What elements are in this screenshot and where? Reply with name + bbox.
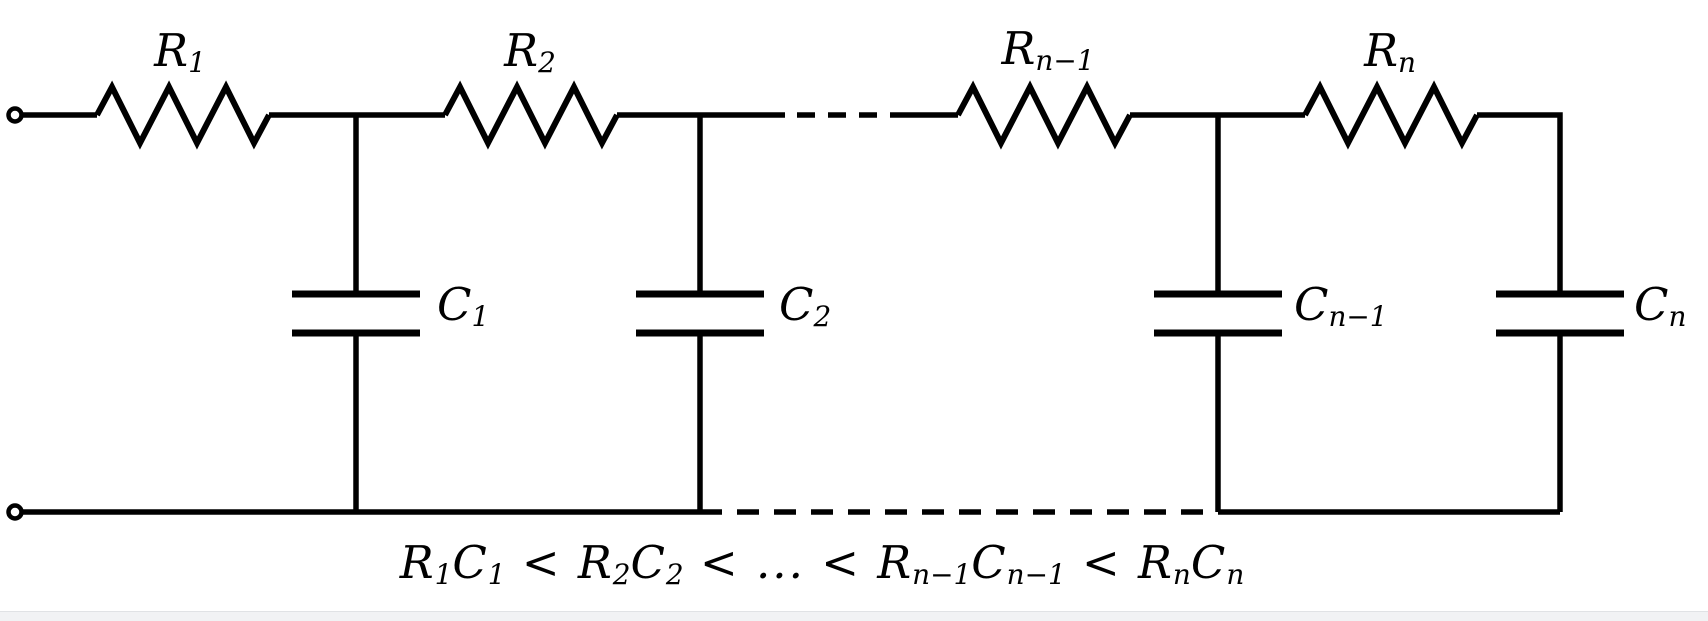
label-Rn-1-sub: n−1 — [1035, 44, 1095, 78]
formula-part: C1 — [452, 536, 506, 592]
formula-part: C2 — [630, 536, 684, 592]
label-C1-base: C — [437, 278, 472, 331]
label-Cn-1-base: C — [1294, 278, 1329, 331]
time-constant-inequality: R1C1 < R2C2 < ... < Rn−1Cn−1 < RnCn — [400, 540, 1245, 589]
label-C2-base: C — [779, 278, 814, 331]
formula-part: Rn−1 — [877, 536, 972, 592]
formula-relation: < — [505, 536, 578, 589]
formula-part: Cn — [1190, 536, 1245, 592]
bottom-ui-strip — [0, 611, 1708, 621]
resistor-Rn-1-symbol — [955, 80, 1133, 150]
label-R1-sub: 1 — [188, 46, 206, 80]
label-R2-sub: 2 — [538, 46, 556, 80]
label-R1: R1 — [154, 28, 206, 77]
label-Rn: Rn — [1364, 28, 1416, 77]
formula-relation: < — [1065, 536, 1139, 589]
formula-part: R2 — [577, 536, 631, 592]
formula-relation: < ... < — [683, 536, 878, 589]
resistor-R2-symbol — [442, 80, 620, 150]
label-Cn-1-sub: n−1 — [1328, 300, 1388, 334]
label-C2: C2 — [779, 282, 831, 331]
label-R1-base: R — [154, 24, 189, 77]
label-Cn-1: Cn−1 — [1294, 282, 1388, 331]
label-C2-sub: 2 — [813, 300, 832, 334]
label-R2: R2 — [504, 28, 556, 77]
capacitor-Cn-1-symbol — [1154, 115, 1282, 512]
formula-part: Cn−1 — [971, 536, 1066, 592]
label-Rn-1: Rn−1 — [1002, 26, 1095, 75]
label-R2-base: R — [504, 24, 539, 77]
label-Rn-sub: n — [1397, 46, 1416, 80]
wire-top-right-corner — [1477, 112, 1563, 291]
label-C1: C1 — [437, 282, 489, 331]
terminal-bottom-left-icon — [6, 503, 24, 521]
formula-part: R1 — [399, 536, 453, 592]
capacitor-Cn-symbol — [1496, 290, 1624, 512]
resistor-R1-symbol — [94, 80, 272, 150]
label-Rn-1-base: R — [1001, 22, 1036, 75]
formula-part: Rn — [1138, 536, 1191, 592]
capacitor-C1-symbol — [292, 115, 420, 512]
label-C1-sub: 1 — [471, 300, 490, 334]
terminal-top-left-icon — [6, 106, 24, 124]
label-Cn-base: C — [1634, 278, 1669, 331]
label-Cn: Cn — [1634, 282, 1686, 331]
label-Cn-sub: n — [1668, 300, 1687, 334]
label-Rn-base: R — [1364, 24, 1398, 77]
resistor-Rn-symbol — [1302, 80, 1480, 150]
capacitor-C2-symbol — [636, 115, 764, 512]
